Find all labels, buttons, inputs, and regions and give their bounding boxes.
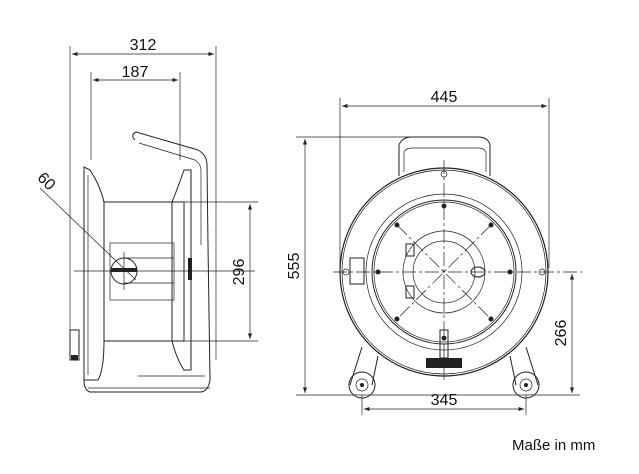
dim-266: 266: [553, 320, 570, 347]
dim-345: 345: [431, 392, 458, 409]
dim-555: 555: [286, 253, 303, 280]
side-view: 312 187 60 296: [34, 37, 258, 393]
dim-296: 296: [231, 259, 248, 286]
dim-60: 60: [34, 169, 59, 194]
dim-312: 312: [130, 37, 157, 54]
front-view: 445 555 345 266: [286, 89, 582, 415]
dim-187: 187: [122, 64, 149, 81]
leader-60: [39, 187, 137, 281]
dim-445: 445: [431, 89, 458, 106]
units-note: Maße in mm: [512, 437, 596, 454]
